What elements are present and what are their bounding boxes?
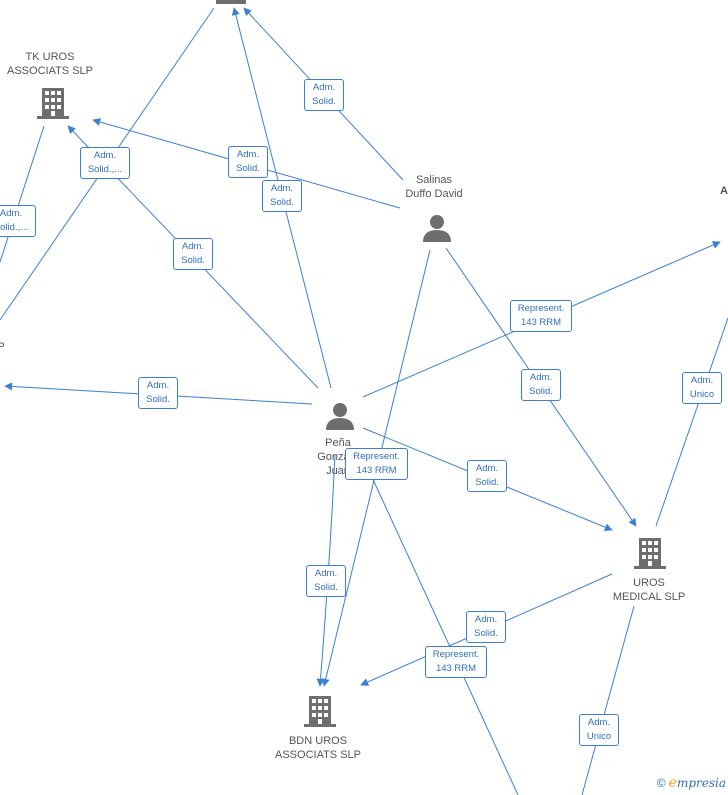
- node-label-salinas[interactable]: Salinas Duffo David: [384, 173, 484, 201]
- edge-label-e15-line1: Represent.: [432, 649, 480, 660]
- node-label-pena-line3: Juan: [326, 465, 350, 477]
- edge-label-e5[interactable]: Adm. Solid.,...: [0, 205, 36, 237]
- edge-label-e10-line1: Adm.: [146, 380, 170, 391]
- edge-label-e12-line1: Adm.: [475, 463, 499, 474]
- edge-label-e13-line1: Adm.: [314, 568, 338, 579]
- node-label-uros-medical-line2: MEDICAL SLP: [612, 591, 686, 603]
- edge-label-e1[interactable]: Adm. Solid.: [304, 79, 344, 111]
- edge-label-e5-line1: Adm.: [0, 208, 23, 219]
- edge-label-e8[interactable]: Adm. Solid.: [521, 369, 561, 401]
- node-label-uros-medical[interactable]: UROS MEDICAL SLP: [599, 576, 699, 604]
- building-icon-top: [216, 0, 246, 4]
- edge-label-e11-line1: Represent.: [353, 451, 400, 462]
- edge-label-e9-line1: Adm.: [690, 375, 714, 386]
- edge-label-e13-line2: Solid.: [314, 582, 338, 593]
- edge-uros-down: [581, 605, 635, 795]
- edge-label-e11-line2: 143 RRM: [356, 465, 397, 476]
- edge-label-e6-line1: Adm.: [181, 241, 205, 252]
- edge-label-e16[interactable]: Adm. Unico: [579, 714, 619, 746]
- edge-label-e8-line1: Adm.: [529, 372, 553, 383]
- node-label-uros-medical-line1: UROS: [633, 577, 665, 589]
- edge-label-e13[interactable]: Adm. Solid.: [306, 565, 346, 597]
- edge-label-e2-line1: Adm.: [93, 150, 117, 161]
- node-label-left-partial[interactable]: P: [0, 340, 6, 354]
- edge-label-e10[interactable]: Adm. Solid.: [138, 377, 178, 409]
- edge-label-e4-line2: Solid.: [270, 197, 294, 208]
- empresia-logo: ©empresia: [657, 775, 726, 791]
- edge-label-e3-line2: Solid.: [236, 163, 260, 174]
- edge-label-e16-line2: Unico: [586, 731, 612, 742]
- node-label-tk-uros-line2: ASSOCIATS SLP: [7, 65, 93, 77]
- node-label-pena-line1: Peña: [325, 437, 351, 449]
- edge-label-e4-line1: Adm.: [270, 183, 294, 194]
- edge-label-e5-line2: Solid.,...: [0, 222, 29, 233]
- edge-label-e16-line1: Adm.: [587, 717, 611, 728]
- edge-uros-right: [655, 317, 728, 527]
- building-icon-tk-uros: [37, 88, 69, 119]
- edge-label-e1-line2: Solid.: [312, 96, 336, 107]
- edge-label-e15-line2: 143 RRM: [435, 663, 477, 674]
- building-icon-uros-medical: [634, 538, 666, 569]
- node-label-bdn-uros-line1: BDN UROS: [288, 735, 348, 747]
- edge-label-e15[interactable]: Represent. 143 RRM: [425, 646, 487, 678]
- edge-label-e9-line2: Unico: [689, 389, 715, 400]
- node-label-left-partial-line1: P: [0, 341, 5, 353]
- edge-label-e8-line2: Solid.: [529, 386, 553, 397]
- node-label-salinas-line1: Salinas: [415, 174, 453, 186]
- edge-label-e14-line2: Solid.: [474, 628, 498, 639]
- building-icon-bdn-uros: [304, 696, 336, 727]
- person-icon-salinas: [423, 215, 451, 242]
- edge-pena-down: [364, 461, 519, 795]
- edge-label-e1-line1: Adm.: [312, 82, 336, 93]
- edge-label-e14[interactable]: Adm. Solid.: [466, 611, 506, 643]
- edge-label-e10-line2: Solid.: [146, 394, 170, 405]
- edge-label-e4[interactable]: Adm. Solid.: [262, 180, 302, 212]
- edge-label-e7[interactable]: Represent. 143 RRM: [510, 300, 572, 332]
- edge-label-e3-line1: Adm.: [236, 149, 260, 160]
- node-label-tk-uros[interactable]: TK UROS ASSOCIATS SLP: [0, 50, 100, 78]
- edge-label-e12-line2: Solid.: [475, 477, 499, 488]
- edge-label-e7-line2: 143 RRM: [520, 317, 562, 328]
- node-label-salinas-line2: Duffo David: [405, 188, 463, 200]
- brand-e: e: [668, 775, 677, 791]
- edge-label-e2-line2: Solid.,...: [87, 164, 123, 175]
- edge-label-e9[interactable]: Adm. Unico: [682, 372, 722, 404]
- edge-label-e3[interactable]: Adm. Solid.: [228, 146, 268, 178]
- edge-tk-left: [0, 125, 45, 263]
- node-label-right-partial[interactable]: A: [718, 184, 728, 198]
- node-label-bdn-uros-line2: ASSOCIATS SLP: [275, 749, 361, 761]
- edge-label-e6-line2: Solid.: [181, 255, 205, 266]
- edge-label-e7-line1: Represent.: [517, 303, 565, 314]
- node-label-tk-uros-line1: TK UROS: [25, 51, 75, 63]
- node-label-bdn-uros[interactable]: BDN UROS ASSOCIATS SLP: [268, 734, 368, 762]
- edge-label-e12[interactable]: Adm. Solid.: [467, 460, 507, 492]
- edge-label-e11[interactable]: Represent. 143 RRM: [345, 448, 408, 480]
- edge-label-e2[interactable]: Adm. Solid.,...: [80, 147, 130, 179]
- edge-label-e6[interactable]: Adm. Solid.: [173, 238, 213, 270]
- node-label-right-partial-line1: A: [720, 185, 728, 197]
- brand-name: mpresia: [676, 776, 726, 790]
- copyright-symbol: ©: [656, 776, 666, 790]
- edge-label-e14-line1: Adm.: [474, 614, 498, 625]
- person-icon-pena: [326, 403, 354, 430]
